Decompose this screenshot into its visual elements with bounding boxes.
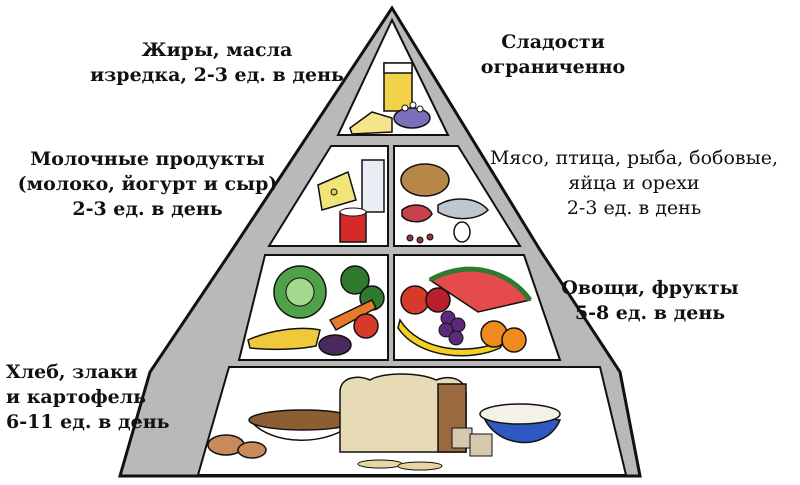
label-sweets: Сладости ограниченно [468,30,638,80]
label-grains-line-2: и картофель [6,386,146,408]
label-dairy-line-2: (молоко, йогурт и сыр) [17,173,278,195]
label-meat-line-2: яйца и орехи [568,172,700,194]
label-dairy-line-1: Молочные продукты [30,148,265,170]
label-grains-line-1: Хлеб, злаки [6,361,138,383]
label-fats-line-1: Жиры, масла [141,39,293,61]
label-fats: Жиры, масла изредка, 2-3 ед. в день [82,38,352,88]
label-vegfruit-line-1: Овощи, фрукты [561,277,739,299]
vegetables-illustration [247,265,385,356]
meat-illustration [400,163,490,244]
label-vegfruit-line-2: 5-8 ед. в день [574,302,726,324]
label-dairy: Молочные продукты (молоко, йогурт и сыр)… [0,147,295,222]
label-sweets-line-1: Сладости [501,31,605,53]
dairy-illustration [317,159,385,243]
label-meat-line-3: 2-3 ед. в день [566,197,702,219]
label-grains-line-3: 6-11 ед. в день [6,411,170,433]
label-grains: Хлеб, злаки и картофель 6-11 ед. в день [6,360,196,435]
fruits-illustration [397,266,533,357]
label-sweets-line-2: ограниченно [480,56,626,78]
label-fats-line-2: изредка, 2-3 ед. в день [90,64,344,86]
grains-illustration [207,373,562,471]
label-meat-line-1: Мясо, птица, рыба, бобовые, [489,147,779,169]
label-meat: Мясо, птица, рыба, бобовые, яйца и орехи… [468,146,800,221]
label-vegfruit: Овощи, фрукты 5-8 ед. в день [545,276,755,326]
label-dairy-line-3: 2-3 ед. в день [72,198,223,220]
fats-sweets-illustration [349,62,431,135]
